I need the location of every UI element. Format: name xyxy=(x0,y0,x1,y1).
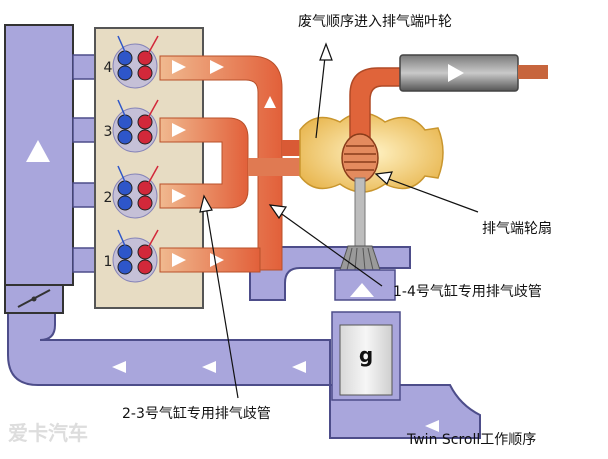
flow-arrow-right xyxy=(172,253,186,267)
exhaust-valve xyxy=(137,65,153,81)
flow-arrow-left xyxy=(425,420,439,432)
exhaust-valve xyxy=(137,114,153,130)
watermark: 爱卡汽车 xyxy=(8,421,88,445)
cylinder-4: 4 xyxy=(104,35,159,89)
cylinder-group: 4 3 2 1 xyxy=(104,35,159,283)
cylinder-number: 2 xyxy=(104,190,113,206)
label-manifold-2-3: 2-3号气缸专用排气歧管 xyxy=(122,405,271,422)
flow-arrow-left xyxy=(112,361,126,373)
cylinder-2: 2 xyxy=(104,165,159,219)
cylinder-number: 1 xyxy=(104,254,113,270)
flow-arrow-left xyxy=(202,361,216,373)
turbine-wheel xyxy=(341,133,379,183)
cylinder-1: 1 xyxy=(104,229,159,283)
exhaust-valve xyxy=(137,244,153,260)
flow-arrow-left xyxy=(292,361,306,373)
intake-plenum xyxy=(4,24,74,314)
exhaust-valve xyxy=(137,180,153,196)
label-exhaust-sequence: 废气顺序进入排气端叶轮 xyxy=(298,14,452,30)
flow-arrow-up xyxy=(26,140,50,162)
compressor-outlet xyxy=(334,269,396,301)
label-manifold-1-4: 1-4号气缸专用排气歧管 xyxy=(393,283,542,300)
flow-arrow-up xyxy=(350,283,374,297)
throttle-body xyxy=(4,284,64,314)
callout-arrowheads xyxy=(199,42,393,220)
intake-valve xyxy=(117,65,133,81)
flow-arrow-up xyxy=(264,96,276,108)
flow-arrow-right xyxy=(172,123,186,137)
exhaust-valve xyxy=(137,195,153,211)
flow-arrow-right xyxy=(448,64,464,82)
air-filter-box: g xyxy=(331,311,401,401)
callout-lines xyxy=(204,47,479,399)
caption: Twin Scroll工作顺序 xyxy=(406,432,536,448)
exhaust-valve xyxy=(137,259,153,275)
downpipe xyxy=(349,54,548,141)
cylinder-number: 4 xyxy=(104,60,113,76)
flow-arrow-right xyxy=(210,253,224,267)
label-turbine-wheel: 排气端轮扇 xyxy=(482,221,552,237)
flow-arrow-right xyxy=(172,60,186,74)
intake-valve xyxy=(117,195,133,211)
cylinder-3: 3 xyxy=(104,99,159,153)
flow-arrow-right xyxy=(210,60,224,74)
flow-arrow-right xyxy=(172,189,186,203)
box-label: g xyxy=(359,343,373,367)
intake-valve xyxy=(117,129,133,145)
exhaust-valve xyxy=(137,129,153,145)
exhaust-valve xyxy=(137,50,153,66)
cylinder-number: 3 xyxy=(104,124,113,140)
intake-valve xyxy=(117,259,133,275)
